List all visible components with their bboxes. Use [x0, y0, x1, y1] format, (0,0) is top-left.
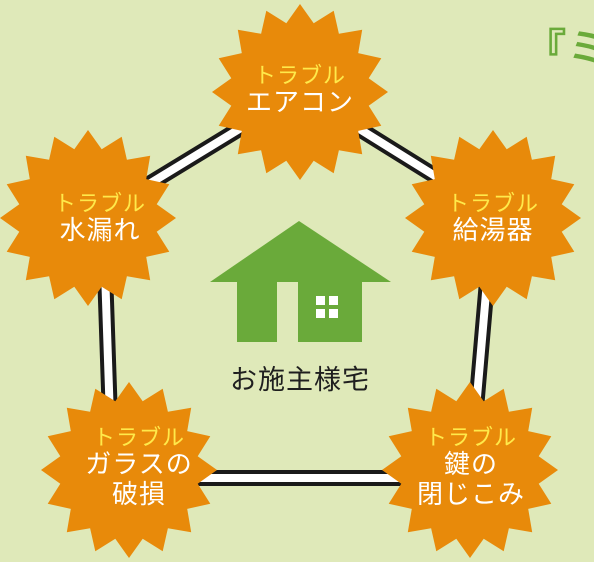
trouble-label-glass: トラブル ガラスの 破損 [64, 426, 214, 511]
trouble-label-water-heater: トラブル 給湯器 [418, 192, 568, 247]
burst-aircon [212, 4, 388, 180]
trouble-label-lockout: トラブル 鍵の 閉じこみ [396, 426, 546, 511]
trouble-name: 破損 [111, 480, 166, 511]
house-roof [210, 221, 391, 282]
burst-water-heater [405, 130, 581, 306]
house-window-bl [316, 309, 325, 318]
burst-lockout [382, 382, 558, 558]
trouble-name: 水漏れ [59, 216, 141, 247]
house-icon [210, 221, 391, 342]
trouble-name: 鍵の [443, 450, 498, 481]
center-label: お施主様宅 [230, 365, 370, 396]
trouble-tag: トラブル [446, 192, 539, 217]
burst-glass [41, 382, 217, 558]
house-wall-left [237, 282, 277, 342]
trouble-name: 給湯器 [452, 216, 534, 247]
burst-water-leak [0, 130, 176, 306]
house-window-tr [329, 296, 338, 305]
trouble-label-water-leak: トラブル 水漏れ [25, 192, 175, 247]
trouble-name: 閉じこみ [416, 480, 525, 511]
trouble-name: ガラスの [85, 450, 193, 481]
trouble-tag: トラブル [424, 426, 517, 451]
title-fragment: 『ミ [526, 26, 594, 72]
house-window-tl [316, 296, 325, 305]
trouble-tag: トラブル [253, 64, 346, 89]
trouble-name: エアコン [245, 88, 354, 119]
trouble-tag: トラブル [92, 426, 185, 451]
trouble-tag: トラブル [53, 192, 146, 217]
trouble-label-aircon: トラブル エアコン [225, 64, 375, 119]
house-window-br [329, 309, 338, 318]
